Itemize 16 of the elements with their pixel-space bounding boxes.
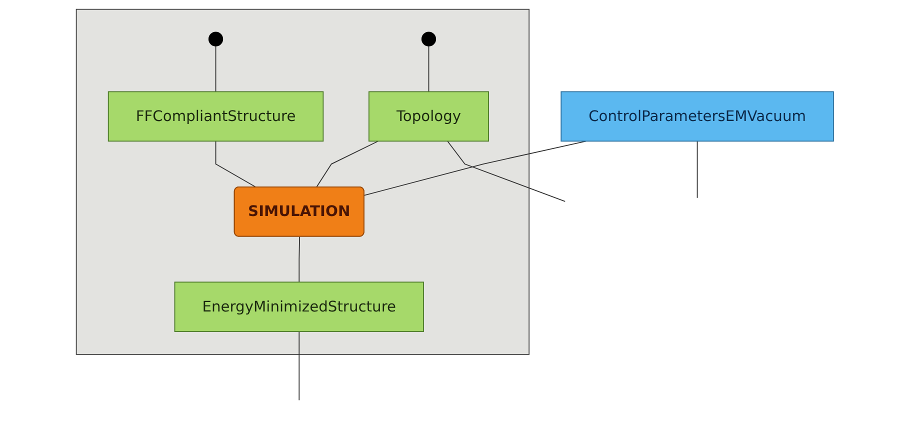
connector xyxy=(428,45,429,92)
connector xyxy=(696,140,698,198)
connector xyxy=(214,45,216,92)
node-circle xyxy=(208,32,223,46)
connector xyxy=(364,140,586,196)
node-box: Topology xyxy=(368,91,489,142)
connector xyxy=(298,236,300,283)
node-circle xyxy=(421,32,436,46)
node-box: FFCompliantStructure xyxy=(108,91,324,142)
connector xyxy=(214,140,256,188)
node-box: ControlParametersEMVacuum xyxy=(560,91,834,142)
connector xyxy=(298,331,300,401)
connector xyxy=(316,140,378,188)
connector xyxy=(446,140,566,202)
node-box: EnergyMinimizedStructure xyxy=(174,282,424,332)
cluster xyxy=(75,8,530,355)
